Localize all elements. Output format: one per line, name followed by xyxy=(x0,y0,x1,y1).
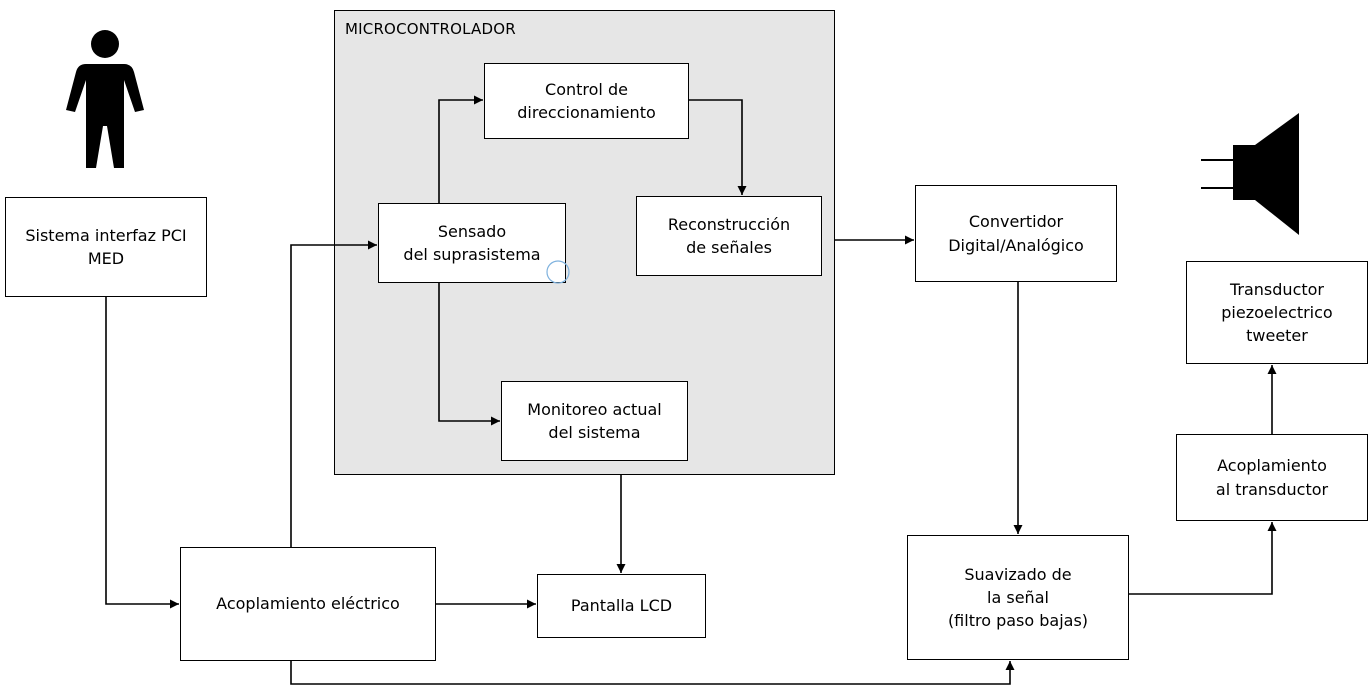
arrow-sensing-to-monitoring xyxy=(438,283,500,426)
microcontroller-title: MICROCONTROLADOR xyxy=(345,20,516,38)
cursor-indicator xyxy=(546,260,570,284)
pci-interface-block: Sistema interfaz PCI MED xyxy=(5,197,207,297)
arrow-coupling-to-sensing xyxy=(290,240,377,547)
piezo-tweeter-block: Transductor piezoelectrico tweeter xyxy=(1186,261,1368,364)
signal-reconstruction-block: Reconstrucción de señales xyxy=(636,196,822,276)
arrow-sensing-to-control xyxy=(438,95,483,203)
person-icon xyxy=(66,30,144,168)
speaker-icon xyxy=(1201,113,1299,235)
arrow-smoothing-to-transducer-coupling xyxy=(1129,522,1277,595)
electrical-coupling-block: Acoplamiento eléctrico xyxy=(180,547,436,661)
system-monitoring-block: Monitoreo actual del sistema xyxy=(501,381,688,461)
transducer-coupling-block: Acoplamiento al transductor xyxy=(1176,434,1368,521)
lcd-display-block: Pantalla LCD xyxy=(537,574,706,638)
direction-control-block: Control de direccionamiento xyxy=(484,63,689,139)
arrow-coupling-to-smoothing xyxy=(290,661,1015,685)
arrow-pci-to-coupling xyxy=(105,297,179,609)
sensing-block: Sensado del suprasistema xyxy=(378,203,566,283)
da-converter-block: Convertidor Digital/Analógico xyxy=(915,185,1117,282)
signal-smoothing-block: Suavizado de la señal (filtro paso bajas… xyxy=(907,535,1129,660)
arrow-control-to-reconstruction xyxy=(689,99,747,195)
